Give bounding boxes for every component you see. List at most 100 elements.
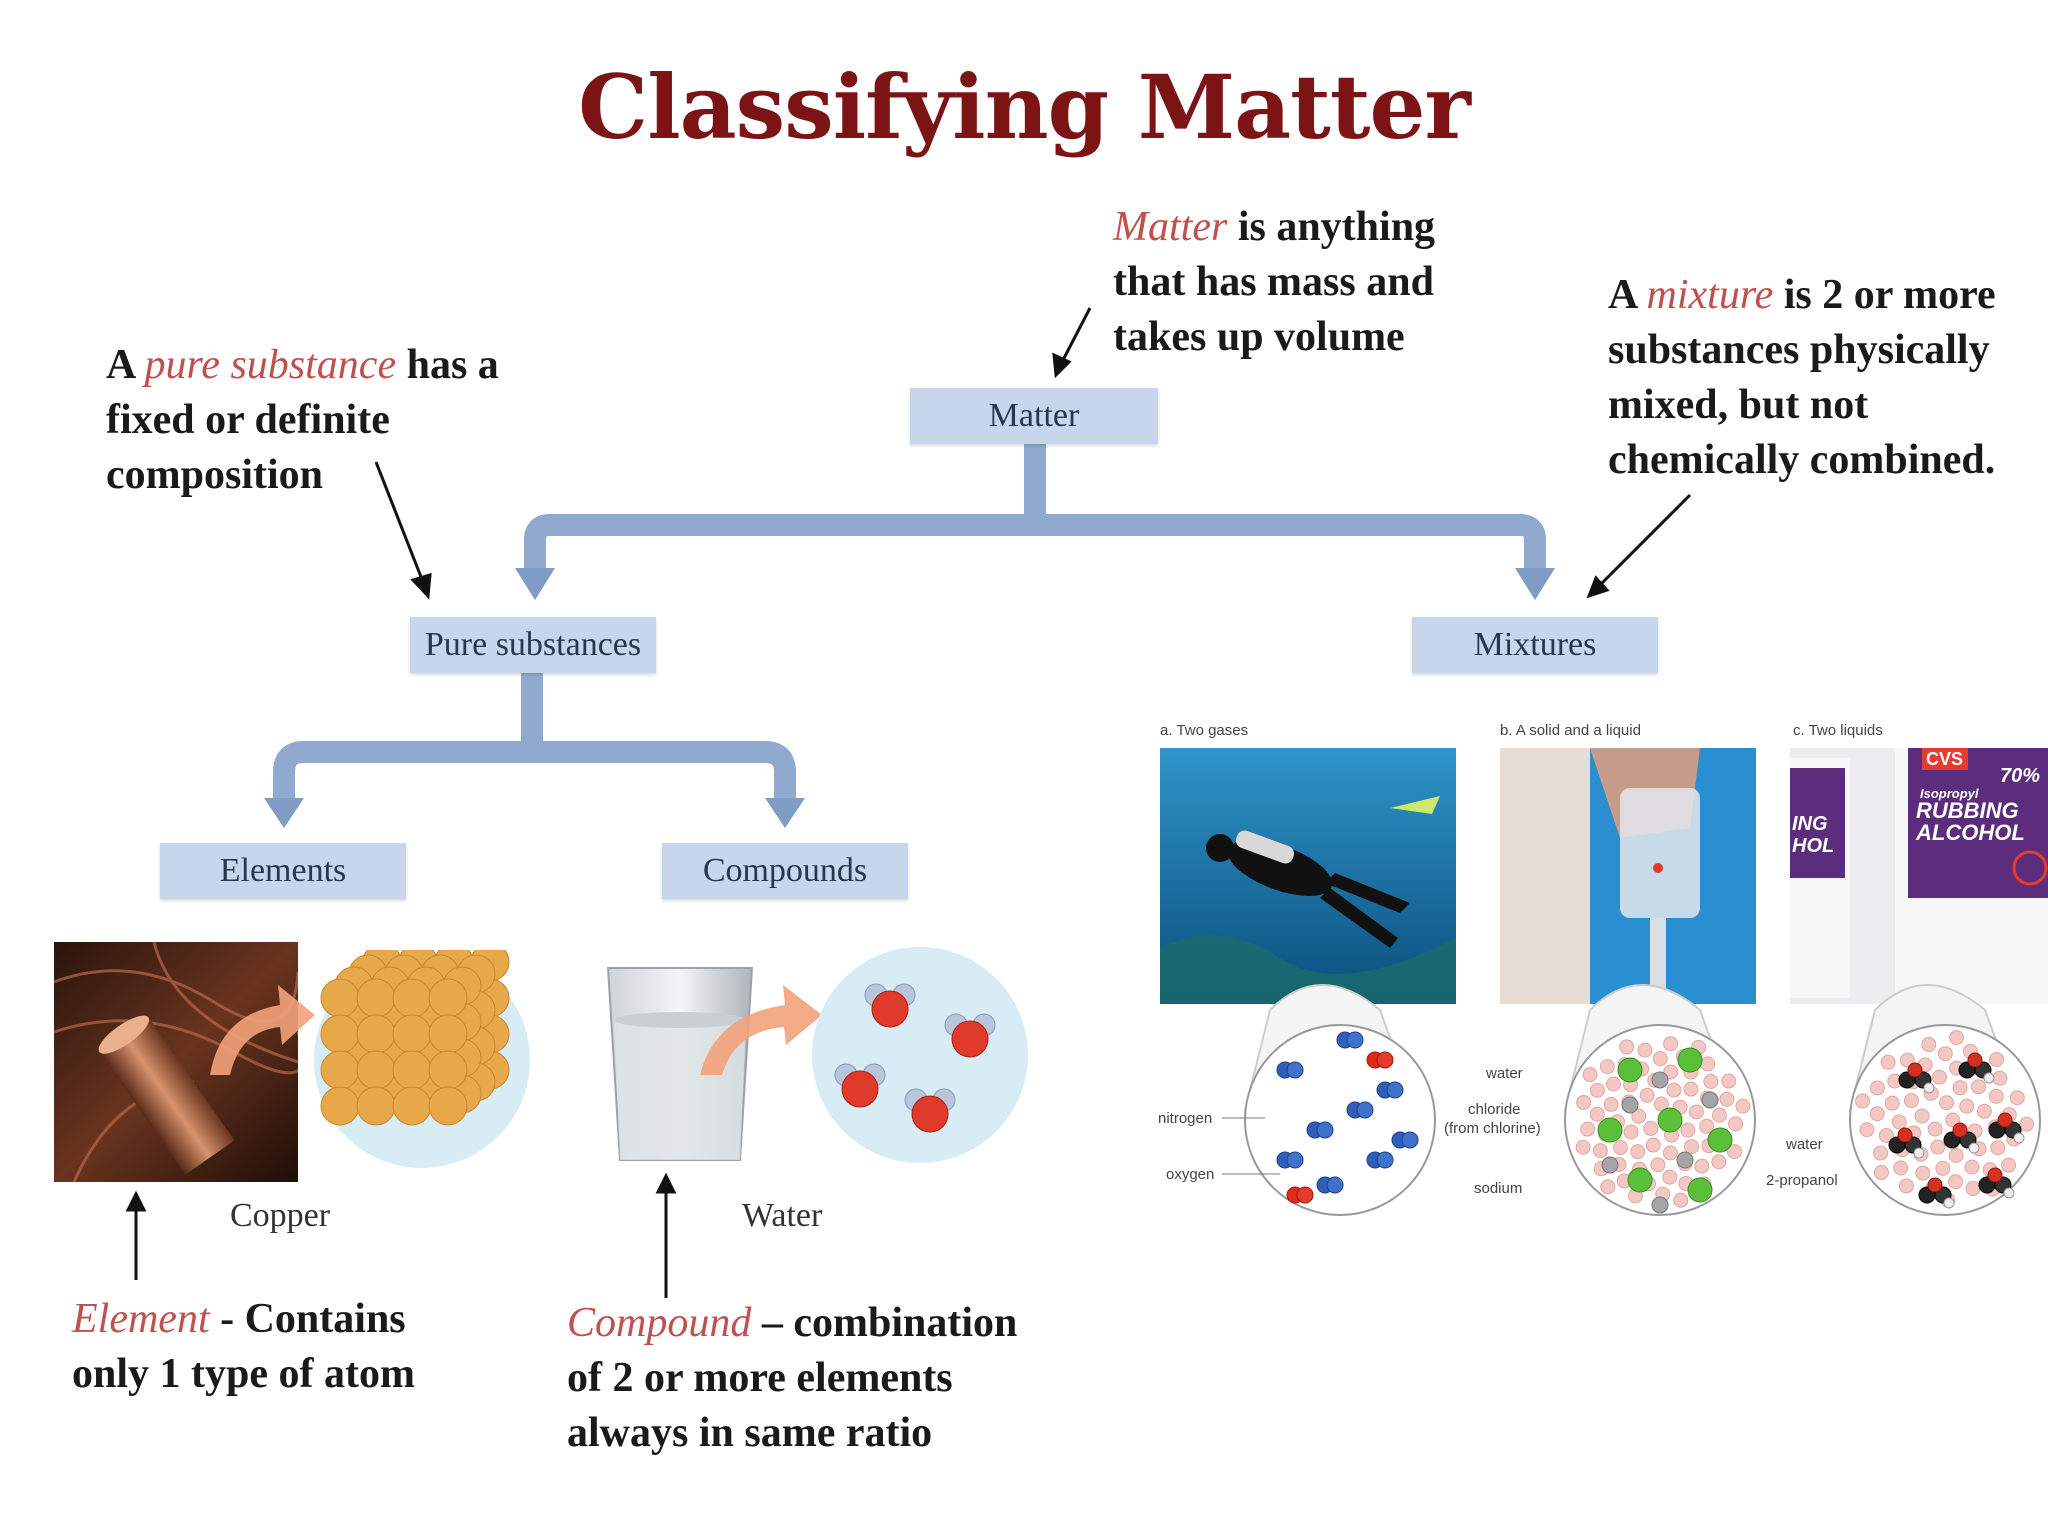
panel-a-label: a. Two gases <box>1160 722 1249 739</box>
oxygen-atom <box>1897 1127 1913 1143</box>
copper-atom <box>428 978 468 1018</box>
water-caption: Water <box>742 1197 823 1234</box>
oxygen-atom <box>1927 1177 1943 1193</box>
water-molecule <box>1959 1098 1975 1114</box>
nitrogen-atom <box>1286 1061 1304 1079</box>
matter-def-line2: that has mass and <box>1113 259 1434 305</box>
copper-lattice-icon <box>314 950 530 1168</box>
hydrogen-atom <box>1983 1072 1995 1084</box>
water-molecules-icon <box>812 947 1028 1163</box>
water-molecule <box>1603 1096 1619 1112</box>
diver-photo <box>1160 748 1456 1004</box>
water-molecule <box>1903 1093 1919 1109</box>
pure-def-line1: has a <box>396 342 499 388</box>
water-molecule <box>1612 1140 1628 1156</box>
water-molecule <box>2001 1157 2017 1173</box>
sodium-ion <box>1676 1151 1694 1169</box>
water-molecule <box>1582 1067 1598 1083</box>
water-molecule <box>1915 1165 1931 1181</box>
panel-c-label: c. Two liquids <box>1793 722 1883 739</box>
water-molecule <box>1662 1169 1678 1185</box>
water-molecule <box>1711 1107 1727 1123</box>
water-molecule <box>1673 1192 1689 1208</box>
chloride-ion <box>1657 1107 1683 1133</box>
water-molecule <box>2019 1116 2035 1132</box>
water-molecule <box>1637 1042 1653 1058</box>
pure-substances-box: Pure substances <box>410 617 656 673</box>
water-molecule <box>1948 1030 1964 1046</box>
pure-def-line3: composition <box>106 452 324 498</box>
bottle-line3: ALCOHOL <box>1915 820 2025 845</box>
water-molecule <box>1931 1069 1947 1085</box>
pure-substance-definition: A pure substance has a fixed or definite… <box>106 338 566 503</box>
from-chlorine-label: (from chlorine) <box>1444 1120 1541 1137</box>
oxygen-atom <box>841 1070 879 1108</box>
pure-substance-term: pure substance <box>144 342 397 388</box>
element-definition: Element - Contains only 1 type of atom <box>72 1292 552 1402</box>
element-def-line2: only 1 type of atom <box>72 1351 415 1397</box>
compounds-box: Compounds <box>662 843 908 899</box>
oxygen-atom <box>1967 1052 1983 1068</box>
water-molecule <box>1663 1036 1679 1052</box>
liquid-mixture-icon <box>1848 984 2041 1216</box>
copper-atom <box>356 1014 396 1054</box>
water-molecule <box>1937 1046 1953 1062</box>
water-molecule <box>1694 1158 1710 1174</box>
water-molecule <box>1976 1103 1992 1119</box>
mixture-def-line2: substances physically <box>1608 327 1990 373</box>
mixture-definition: A mixture is 2 or more substances physic… <box>1608 268 2048 488</box>
hydrogen-atom <box>2013 1132 2025 1144</box>
water-molecule <box>1899 1052 1915 1068</box>
water-molecule <box>1727 1144 1743 1160</box>
hydrogen-atom <box>2003 1187 2015 1199</box>
sodium-label: sodium <box>1474 1180 1523 1197</box>
chloride-ion <box>1707 1127 1733 1153</box>
water-molecule <box>1859 1122 1875 1138</box>
water-molecule <box>1623 1124 1639 1140</box>
water-molecule <box>1599 1059 1615 1075</box>
oxygen-atom <box>1907 1062 1923 1078</box>
compound-term: Compound <box>567 1300 752 1346</box>
oxygen-atom <box>1296 1186 1314 1204</box>
element-def-line1: - Contains <box>209 1296 406 1342</box>
water-molecule <box>1992 1070 2008 1086</box>
oxygen-atom <box>1952 1122 1968 1138</box>
sodium-ion <box>1701 1091 1719 1109</box>
copper-atom <box>428 1086 468 1126</box>
oxygen-label: oxygen <box>1166 1166 1215 1183</box>
water-label-b: water <box>1486 1065 1523 1082</box>
bottle-line2: RUBBING <box>1916 798 2019 823</box>
water-molecule <box>1639 1087 1655 1103</box>
water-molecule <box>1592 1143 1608 1159</box>
water-molecule <box>1662 1145 1678 1161</box>
copper-atom <box>392 1050 432 1090</box>
copper-atom <box>392 978 432 1018</box>
copper-photo <box>54 942 298 1182</box>
water-molecule <box>1600 1179 1616 1195</box>
copper-atom <box>356 978 396 1018</box>
water-molecule <box>1699 1118 1715 1134</box>
water-molecule <box>1721 1073 1737 1089</box>
copper-atom <box>428 1050 468 1090</box>
water-molecule <box>1680 1122 1696 1138</box>
water-molecule <box>1873 1145 1889 1161</box>
matter-def-line3: takes up volume <box>1113 314 1405 360</box>
mixtures-box: Mixtures <box>1412 617 1658 673</box>
bottle-left-line1: ING <box>1792 813 1828 835</box>
water-molecule <box>1683 1081 1699 1097</box>
water-molecule <box>1589 1106 1605 1122</box>
oxygen-atom <box>1987 1167 2003 1183</box>
matter-box: Matter <box>910 388 1158 444</box>
chloride-ion <box>1617 1057 1643 1083</box>
chloride-ion <box>1627 1167 1653 1193</box>
water-molecule <box>1728 1116 1744 1132</box>
copper-arrow-icon <box>210 985 315 1075</box>
water-molecule <box>1700 1056 1716 1072</box>
chloride-ion <box>1597 1117 1623 1143</box>
mixture-def-line3: mixed, but not <box>1608 382 1869 428</box>
copper-atom <box>428 1014 468 1054</box>
salt-mixture-icon <box>1563 984 1756 1216</box>
water-molecule <box>1880 1054 1896 1070</box>
water-molecule <box>1575 1139 1591 1155</box>
